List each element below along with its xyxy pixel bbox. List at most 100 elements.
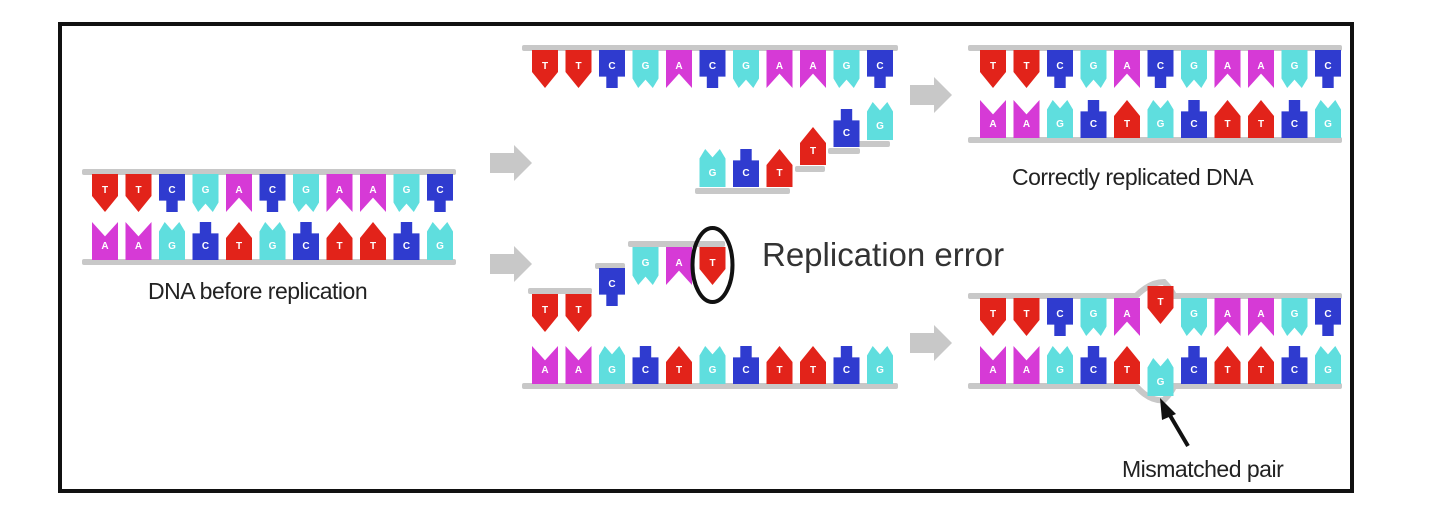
- before-top-backbone: [82, 169, 456, 175]
- mismatch-bottom-base-2: [1047, 346, 1073, 384]
- before-top-base-0: [92, 174, 118, 212]
- correct-bottom-base-0-letter: A: [989, 119, 996, 130]
- replicating-top-base-4: [666, 50, 692, 88]
- new-strand-base-9-letter: C: [843, 128, 850, 139]
- mismatch-top-base-5: [1147, 286, 1174, 324]
- error-bottom-base-6: [733, 346, 759, 384]
- before-top-base-6: [293, 174, 319, 212]
- before-bottom-base-0-letter: A: [101, 241, 108, 252]
- correct-bottom-base-9-letter: C: [1291, 119, 1298, 130]
- correct-top-base-3-letter: G: [1090, 61, 1098, 72]
- mismatch-top-base-9-letter: G: [1291, 309, 1299, 320]
- replicating-top-base-5: [699, 50, 726, 88]
- mismatch-bottom-backbone-left: [968, 383, 1138, 389]
- before-bottom-backbone: [82, 259, 456, 265]
- mismatch-top-base-3: [1080, 298, 1107, 336]
- before-bottom-base-6: [293, 222, 319, 260]
- error-bottom-base-0: [532, 346, 558, 384]
- error-new-base-1: [565, 294, 592, 332]
- correct-bottom-base-6-letter: C: [1190, 119, 1197, 130]
- before-bottom-base-9-letter: C: [403, 241, 410, 252]
- new-strand-base-9: [833, 109, 860, 147]
- correct-top-base-0: [980, 50, 1006, 88]
- mismatch-bottom-base-8: [1248, 346, 1274, 384]
- mismatch-top-base-1: [1013, 298, 1040, 336]
- new-strand-backbone-3: [828, 148, 860, 154]
- error-new-base-5: [699, 247, 726, 285]
- mismatch-bottom-base-7: [1214, 346, 1241, 384]
- mismatch-top-base-2: [1047, 298, 1073, 336]
- mismatch-bottom-base-4-letter: T: [1124, 365, 1130, 376]
- correct-bottom-base-1: [1013, 100, 1040, 138]
- correct-top-base-10-letter: C: [1324, 61, 1331, 72]
- replicating-top-base-9-letter: G: [843, 61, 851, 72]
- mismatch-bottom-base-0-letter: A: [989, 365, 996, 376]
- correct-top-base-7: [1214, 50, 1241, 88]
- error-bottom-base-9-letter: C: [843, 365, 850, 376]
- new-strand-base-5-letter: G: [709, 168, 717, 179]
- replication-error-highlight: [690, 226, 735, 304]
- replicating-top-base-6: [733, 50, 759, 88]
- mismatch-bottom-base-10-letter: G: [1324, 365, 1332, 376]
- correct-top-base-8: [1248, 50, 1274, 88]
- new-strand-base-6: [733, 149, 759, 187]
- new-strand-base-7-letter: T: [776, 168, 782, 179]
- new-strand-base-10: [867, 102, 893, 140]
- correct-top-base-1-letter: T: [1023, 61, 1029, 72]
- mismatch-top-base-9: [1281, 298, 1308, 336]
- mismatch-top-base-4-letter: A: [1123, 309, 1130, 320]
- replicating-top-base-0-letter: T: [542, 61, 548, 72]
- mismatch-top-base-0: [980, 298, 1006, 336]
- correct-top-base-6-letter: G: [1190, 61, 1198, 72]
- correct-bottom-base-4-letter: T: [1124, 119, 1130, 130]
- error-bottom-base-4-letter: T: [676, 365, 682, 376]
- new-strand-backbone-4: [858, 141, 890, 147]
- mismatch-bottom-base-3-letter: C: [1090, 365, 1097, 376]
- new-strand-base-8-letter: T: [810, 146, 816, 157]
- correct-bottom-base-5-letter: G: [1157, 119, 1165, 130]
- error-bottom-backbone: [522, 383, 898, 389]
- error-bottom-base-0-letter: A: [541, 365, 548, 376]
- before-bottom-base-2-letter: G: [168, 241, 176, 252]
- error-new-backbone-3: [628, 241, 725, 247]
- replicating-top-base-4-letter: A: [675, 61, 682, 72]
- before-top-base-2-letter: C: [168, 185, 175, 196]
- before-bottom-base-9: [393, 222, 420, 260]
- mismatch-top-base-7: [1214, 298, 1241, 336]
- before-top-base-10-letter: C: [436, 185, 443, 196]
- before-top-base-1: [125, 174, 152, 212]
- correct-bottom-backbone: [968, 137, 1342, 143]
- mismatch-bottom-base-1: [1013, 346, 1040, 384]
- before-bottom-base-8-letter: T: [370, 241, 376, 252]
- error-bottom-base-6-letter: C: [742, 365, 749, 376]
- mismatch-top-base-0-letter: T: [990, 309, 996, 320]
- mismatch-top-base-7-letter: A: [1224, 309, 1231, 320]
- replicating-top-base-3: [632, 50, 659, 88]
- mismatch-pointer-head: [1160, 398, 1176, 420]
- correct-bottom-base-7: [1214, 100, 1241, 138]
- correct-top-base-2: [1047, 50, 1073, 88]
- error-new-base-2-letter: C: [608, 279, 615, 290]
- before-bottom-base-7-letter: T: [336, 241, 342, 252]
- before-top-base-9: [393, 174, 420, 212]
- mismatch-bottom-base-10: [1315, 346, 1341, 384]
- correct-top-base-4: [1114, 50, 1140, 88]
- before-top-base-6-letter: G: [302, 185, 310, 196]
- correct-bottom-base-2: [1047, 100, 1073, 138]
- correct-top-base-8-letter: A: [1257, 61, 1264, 72]
- mismatch-bottom-base-7-letter: T: [1224, 365, 1230, 376]
- before-bottom-base-10-letter: G: [436, 241, 444, 252]
- mismatch-top-base-10: [1315, 298, 1341, 336]
- mismatch-top-base-3-letter: G: [1090, 309, 1098, 320]
- mismatch-bottom-base-6: [1181, 346, 1207, 384]
- error-new-base-0: [532, 294, 558, 332]
- new-strand-base-5: [699, 149, 726, 187]
- before-bottom-base-3-letter: C: [202, 241, 209, 252]
- arrow-to-correct-replication: [490, 145, 532, 181]
- correct-top-base-7-letter: A: [1224, 61, 1231, 72]
- correct-bottom-base-9: [1281, 100, 1308, 138]
- before-bottom-base-3: [192, 222, 219, 260]
- mismatch-bottom-base-8-letter: T: [1258, 365, 1264, 376]
- error-new-base-4-letter: A: [675, 258, 682, 269]
